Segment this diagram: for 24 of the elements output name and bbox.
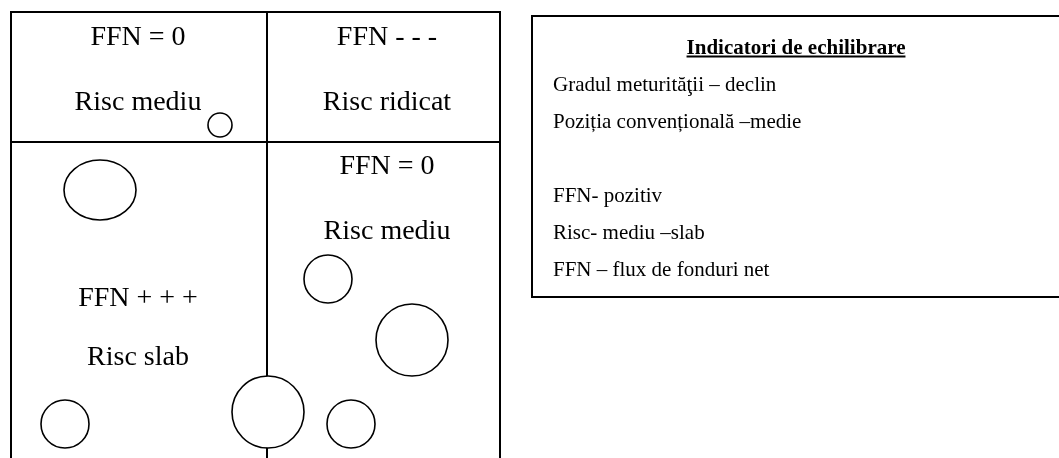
bubble-circle [302, 253, 354, 305]
legend-heading: Indicatori de echilibrare [686, 36, 906, 58]
legend-box [531, 15, 1059, 298]
legend-line: Risc- mediu –slab [553, 221, 705, 243]
bubble-circle [39, 398, 91, 450]
cell-text: FFN = 0 [339, 151, 435, 179]
bubble-circle [206, 111, 234, 139]
cell-text: FFN + + + [78, 283, 198, 311]
cell-text: Risc ridicat [322, 87, 452, 115]
legend-line: Gradul meturităţii – declin [553, 73, 777, 95]
bubble-circle [374, 302, 450, 378]
cell-text: FFN - - - [336, 22, 438, 50]
legend-line: FFN – flux de fonduri net [553, 258, 770, 280]
cell-text: FFN = 0 [90, 22, 186, 50]
cell-text: Risc mediu [74, 87, 202, 115]
bubble-circle [62, 158, 138, 222]
legend-line: Poziția convențională –medie [553, 110, 802, 132]
cell-text: Risc mediu [323, 216, 451, 244]
cell-text: Risc slab [87, 342, 189, 370]
legend-line: FFN- pozitiv [553, 184, 663, 206]
matrix-cell [266, 11, 501, 143]
bubble-circle [230, 374, 306, 450]
bubble-circle [325, 398, 377, 450]
matrix-cell [10, 11, 268, 143]
